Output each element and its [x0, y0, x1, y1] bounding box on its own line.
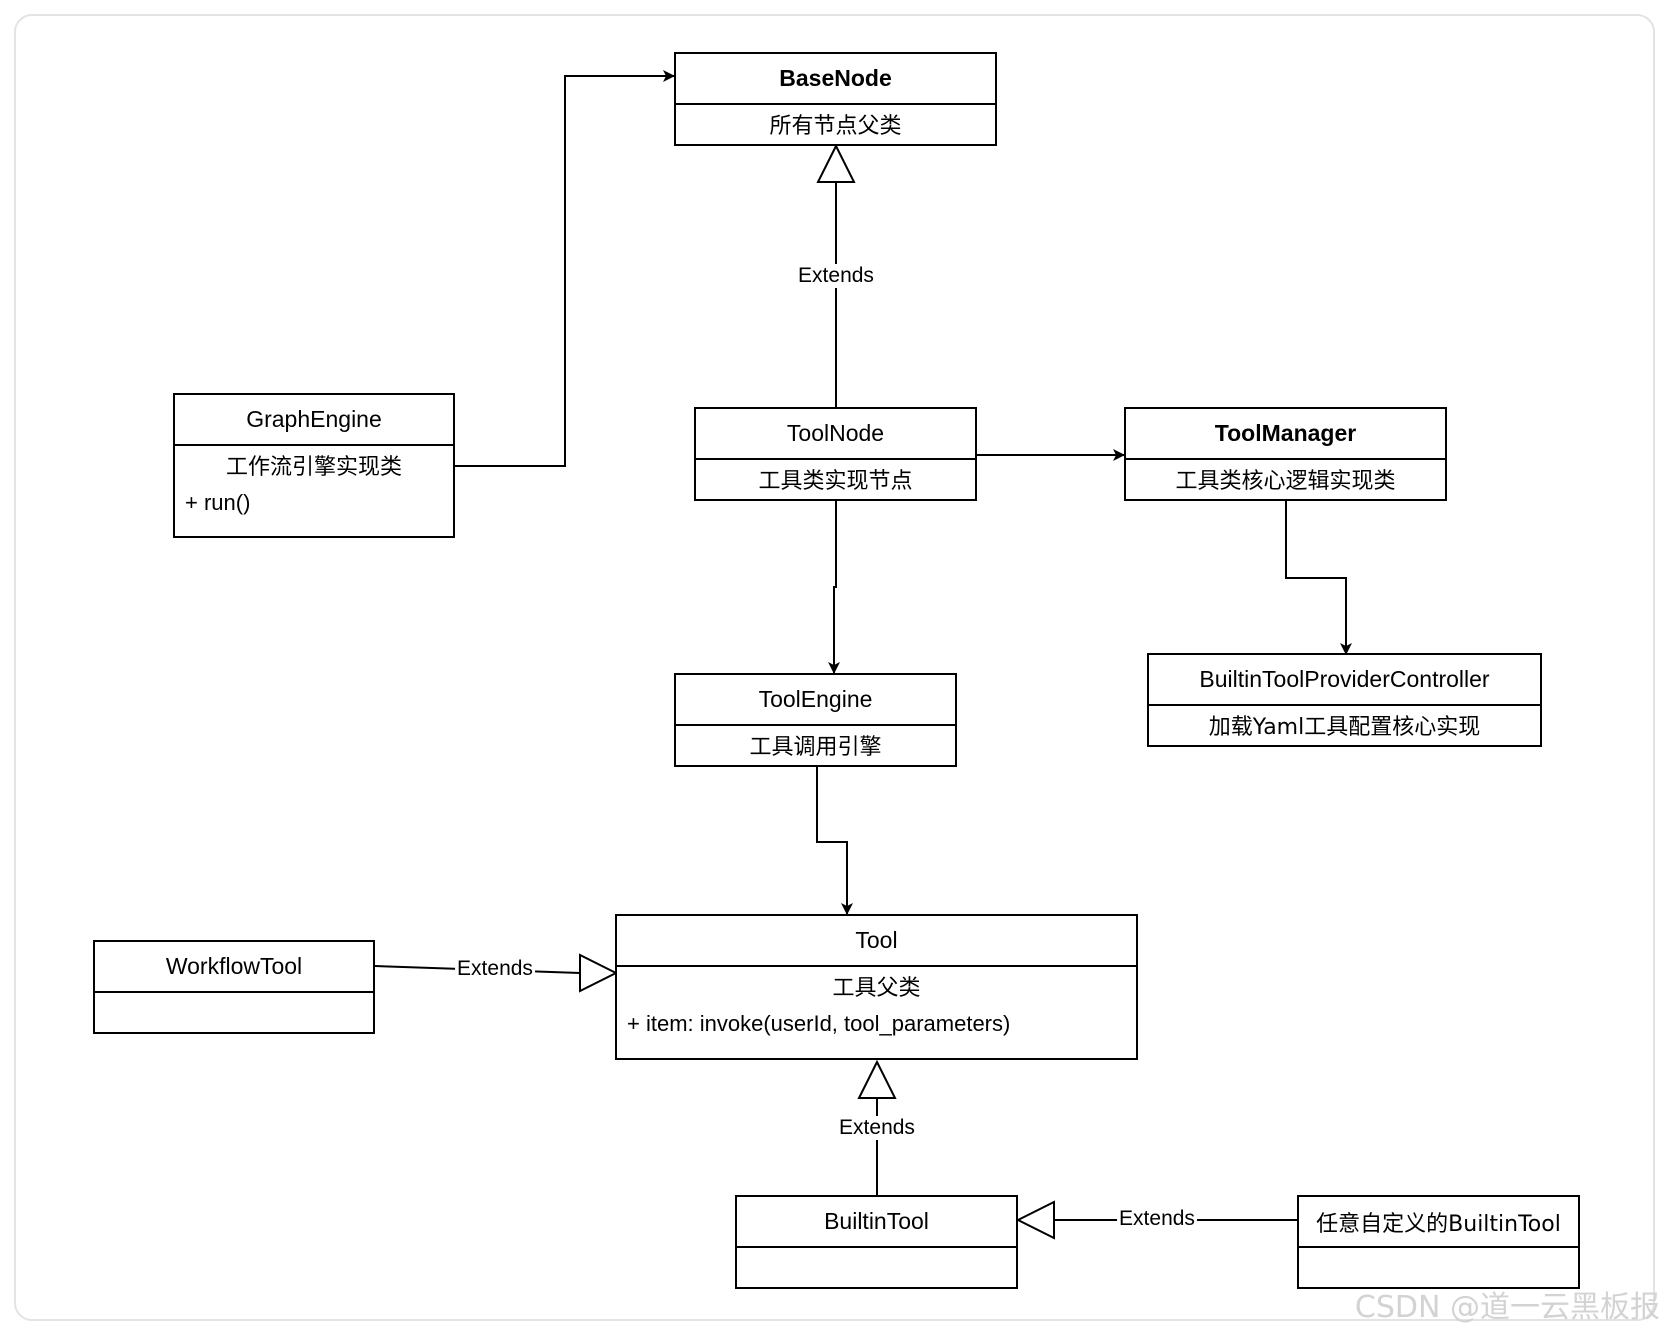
inherit-triangle-tool-left [579, 953, 619, 993]
class-description: 工具父类 [832, 976, 921, 1001]
edge-toolmanager-provider [1285, 500, 1352, 655]
class-title: 任意自定义的BuiltinTool [1299, 1197, 1578, 1248]
edge-label-workflowtool-extends: Extends [455, 957, 535, 981]
class-basenode[interactable]: BaseNode 所有节点父类 [674, 52, 997, 146]
class-title: BuiltinToolProviderController [1149, 655, 1540, 706]
class-builtintool[interactable]: BuiltinTool [735, 1195, 1018, 1289]
edge-graphengine-basenode [455, 70, 675, 467]
class-builtintoolprovidercontroller[interactable]: BuiltinToolProviderController 加载Yaml工具配置… [1147, 653, 1542, 747]
inherit-triangle-builtintool [1015, 1200, 1055, 1240]
class-toolengine[interactable]: ToolEngine 工具调用引擎 [674, 673, 957, 767]
edge-label-builtintool-extends: Extends [837, 1116, 917, 1140]
class-method: + item: invoke(userId, tool_parameters) [627, 1011, 1011, 1036]
class-description: 工具调用引擎 [749, 735, 882, 760]
edge-toolnode-toolengine [828, 500, 840, 674]
edge-label-custom-extends: Extends [1117, 1207, 1197, 1231]
class-description: 工具类实现节点 [758, 469, 913, 494]
class-title: ToolManager [1126, 409, 1445, 460]
inherit-triangle-basenode [816, 143, 856, 183]
class-description: 加载Yaml工具配置核心实现 [1208, 715, 1481, 740]
class-toolnode[interactable]: ToolNode 工具类实现节点 [694, 407, 977, 501]
class-title: GraphEngine [175, 395, 453, 446]
class-method: + run() [185, 490, 251, 515]
class-description: 工具类核心逻辑实现类 [1175, 469, 1396, 494]
class-custom-builtintool[interactable]: 任意自定义的BuiltinTool [1297, 1195, 1580, 1289]
edge-toolengine-tool [816, 767, 853, 915]
class-title: BuiltinTool [737, 1197, 1016, 1248]
class-title: WorkflowTool [95, 942, 373, 993]
class-title: ToolNode [696, 409, 975, 460]
class-tool[interactable]: Tool 工具父类 + item: invoke(userId, tool_pa… [615, 914, 1138, 1060]
inherit-triangle-tool-bottom [857, 1059, 897, 1099]
class-toolmanager[interactable]: ToolManager 工具类核心逻辑实现类 [1124, 407, 1447, 501]
class-description: 工作流引擎实现类 [225, 455, 402, 480]
class-title: ToolEngine [676, 675, 955, 726]
class-graphengine[interactable]: GraphEngine 工作流引擎实现类 + run() [173, 393, 455, 538]
class-title: BaseNode [676, 54, 995, 105]
class-workflowtool[interactable]: WorkflowTool [93, 940, 375, 1034]
class-title: Tool [617, 916, 1136, 967]
watermark: CSDN @道一云黑板报 [1354, 1290, 1660, 1325]
class-description: 所有节点父类 [769, 114, 902, 139]
edge-label-toolnode-extends: Extends [796, 264, 876, 288]
